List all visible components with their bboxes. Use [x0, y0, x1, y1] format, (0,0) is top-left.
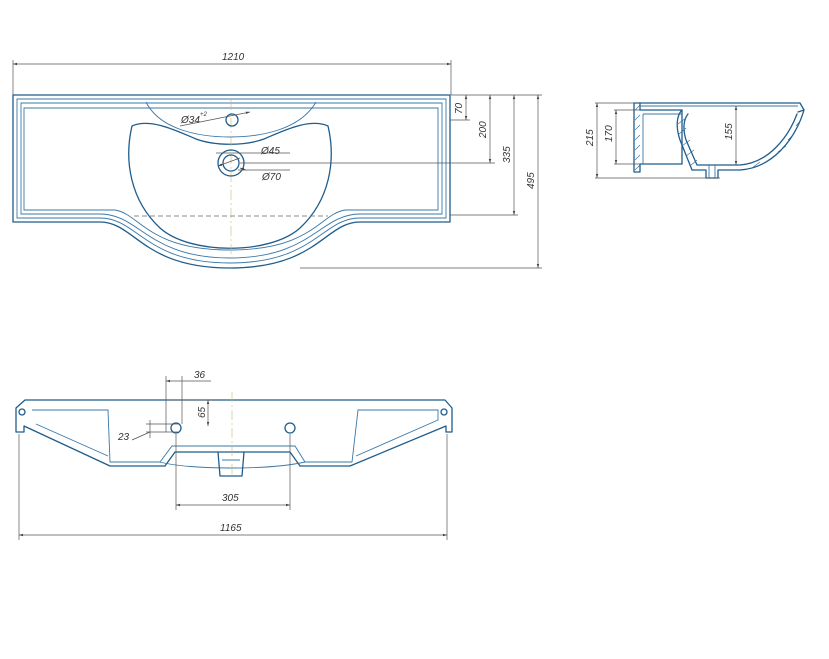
side-top-edge: [639, 102, 805, 113]
dim-200-label: 200: [478, 121, 489, 139]
dim-width-label: 1210: [222, 52, 245, 63]
side-view: 215 170 155: [585, 102, 805, 179]
dim-155-label: 155: [724, 123, 735, 140]
front-outer-outline: [15, 399, 453, 467]
basin-rim-outline-2: [16, 98, 447, 264]
faucet-hole: [225, 113, 239, 127]
dim-1165-label: 1165: [220, 523, 242, 534]
dim-495-label: 495: [526, 172, 537, 189]
dim-36-label: 36: [194, 370, 206, 381]
basin-inner-deck: [23, 107, 439, 251]
front-left-slope: [35, 423, 109, 457]
dim-65-label: 65: [197, 406, 208, 418]
front-bowl-bottom: [159, 461, 306, 469]
dim-70-label: 70: [454, 102, 465, 114]
front-view: 36 65 23 305 1165: [15, 370, 453, 540]
front-mount-hole-right: [440, 408, 448, 416]
top-view: 1210 Ø34 +2 Ø45 Ø70 70 200 335 495: [12, 52, 542, 269]
basin-rim-outline-3: [20, 102, 443, 259]
faucet-hole-tolerance: +2: [200, 112, 208, 118]
bowl-outline: [128, 122, 332, 249]
drain-outer-label: Ø70: [261, 172, 281, 183]
front-inner-outline: [32, 409, 439, 463]
basin-outer-outline: [12, 94, 451, 269]
front-drain-outlet: [217, 451, 245, 477]
drain-inner-label: Ø45: [260, 146, 280, 157]
side-bowl-shell: [676, 109, 805, 179]
dim-170-label: 170: [604, 125, 615, 142]
dim-215-label: 215: [585, 129, 596, 147]
side-hatch-shell: [677, 117, 802, 169]
front-mount-hole-left: [18, 408, 26, 416]
front-bolt-hole-right: [284, 422, 296, 434]
side-hatch-block: [634, 104, 641, 171]
dim-305-label: 305: [222, 493, 239, 504]
faucet-hole-label: Ø34: [180, 115, 200, 126]
faucet-deck-curve: [145, 101, 317, 138]
side-mount-block: [633, 102, 683, 173]
dim-335-label: 335: [502, 146, 513, 163]
dim-23-label: 23: [117, 432, 130, 443]
front-bolt-hole-left: [170, 422, 182, 434]
side-bowl-shell-inner: [683, 113, 798, 166]
drain-inner: [222, 154, 240, 172]
